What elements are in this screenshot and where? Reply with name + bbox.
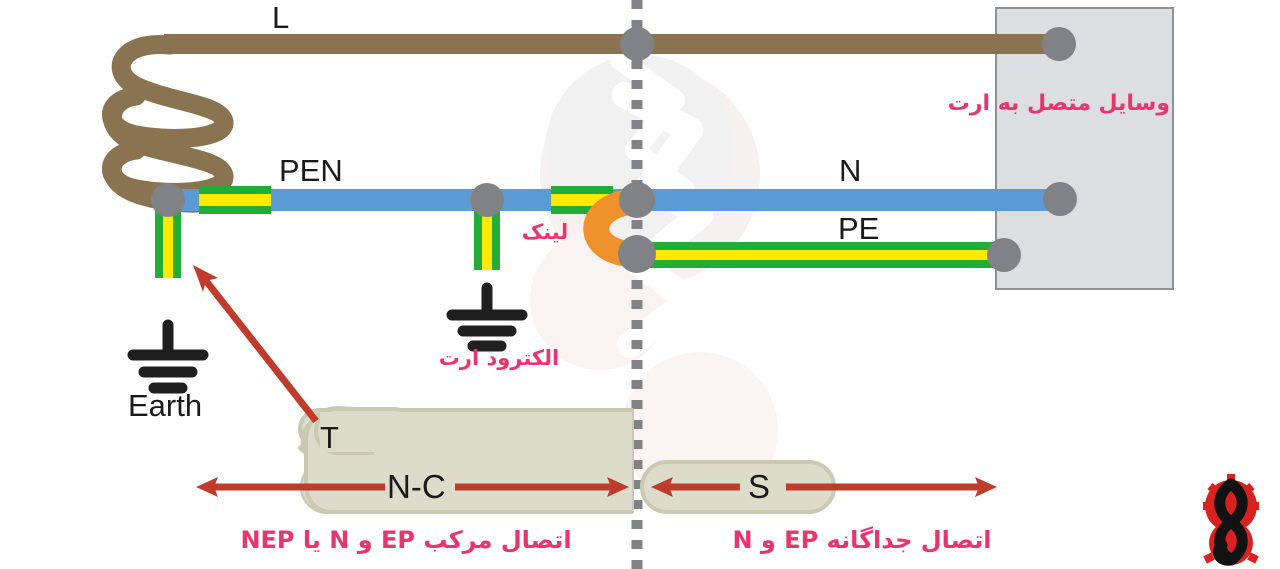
connection-nodes bbox=[151, 27, 1077, 273]
link-label: لینک bbox=[521, 220, 569, 244]
conductor-label-n: N bbox=[839, 153, 862, 188]
caption-combined: اتصال مرکب PE و N یا PEN bbox=[240, 526, 572, 554]
zone-label-t: T bbox=[320, 420, 339, 455]
zone-label-nc: N-C bbox=[387, 468, 446, 505]
gear-infinity-logo bbox=[1203, 474, 1259, 566]
devices-box bbox=[995, 7, 1174, 290]
coil-icon bbox=[102, 35, 234, 213]
arrow-span-nc bbox=[196, 477, 629, 497]
earth-electrode-label: الکترود ارت bbox=[438, 346, 560, 370]
link-bridge-icon bbox=[583, 189, 643, 267]
arrow-span-s bbox=[651, 477, 997, 497]
caption-separate: اتصال جداگانه PE و N bbox=[732, 526, 992, 554]
conductor-label-pen: PEN bbox=[279, 153, 343, 188]
earth-label: Earth bbox=[128, 388, 203, 423]
devices-box-label: وسایل متصل به ارت bbox=[947, 91, 1170, 116]
earth-ground-icon-electrode bbox=[446, 282, 528, 352]
conductor-pe bbox=[630, 242, 1008, 268]
conductor-label-pe: PE bbox=[838, 211, 880, 246]
zone-capsule-nc bbox=[298, 406, 634, 514]
earth-ground-icon-main bbox=[127, 319, 209, 394]
arrow-t-to-earth bbox=[193, 265, 319, 424]
conductor-label-l: L bbox=[272, 0, 290, 35]
zone-label-s: S bbox=[748, 468, 771, 505]
pen-sleeve-marker-left bbox=[199, 186, 271, 214]
